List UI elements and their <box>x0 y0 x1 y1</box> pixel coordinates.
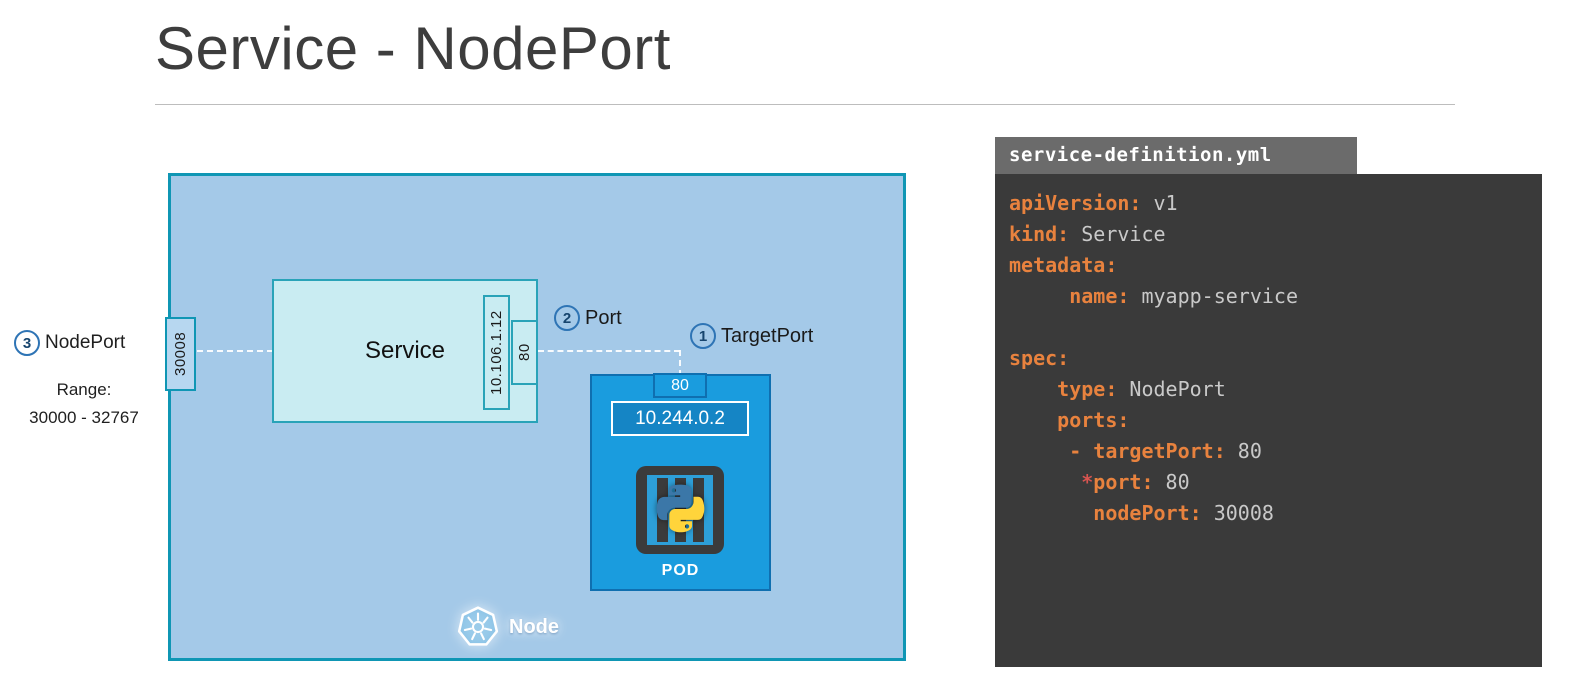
nodeport-range-label: Range: <box>56 380 112 399</box>
code-line: name: myapp-service <box>1069 284 1299 308</box>
nodeport-port-tab: 30008 <box>165 317 196 391</box>
port-label: Port <box>585 307 622 329</box>
kubernetes-icon <box>457 606 499 646</box>
code-line: apiVersion: v1 <box>1009 191 1178 215</box>
node-label: Node <box>509 615 559 638</box>
code-panel: apiVersion: v1 kind: Service metadata: nam… <box>995 174 1542 667</box>
code-filename-tab: service-definition.yml <box>995 137 1357 174</box>
targetport-label: TargetPort <box>721 325 814 347</box>
nodeport-label: NodePort <box>45 332 126 353</box>
code-line: - targetPort: 80 <box>1069 439 1262 463</box>
code-line: kind: Service <box>1009 222 1166 246</box>
service-cluster-ip-tab: 10.106.1.12 <box>483 295 510 410</box>
code-line: *port: 80 <box>1081 470 1190 494</box>
code-line: nodePort: 30008 <box>1093 501 1274 525</box>
service-label: Service <box>364 337 446 364</box>
nodeport-annotation-row: 3 NodePort <box>14 330 164 356</box>
code-line: spec: <box>1009 346 1070 370</box>
page-title: Service - NodePort <box>155 15 671 82</box>
code-line <box>1009 312 1542 343</box>
code-lines: apiVersion: v1 kind: Service metadata: nam… <box>1009 188 1542 529</box>
service-port-tab: 80 <box>511 320 538 385</box>
python-logo-icon <box>656 484 705 533</box>
step-3-badge: 3 <box>14 330 40 356</box>
step-1-badge: 1 <box>690 323 716 349</box>
pod-port-tab: 80 <box>653 373 707 398</box>
node-container: 30008 Service 10.106.1.12 80 2 Port 1 Ta… <box>165 173 906 661</box>
nodeport-range: Range: 30000 - 32767 <box>14 376 154 432</box>
node-footer: Node <box>457 606 559 648</box>
nodeport-annotation: 3 NodePort Range: 30000 - 32767 <box>14 330 164 432</box>
title-divider <box>155 104 1455 105</box>
pod-label: POD <box>661 562 700 579</box>
step-2-badge: 2 <box>554 305 580 331</box>
pod-ip-label: 10.244.0.2 <box>611 401 749 436</box>
code-line: ports: <box>1057 408 1130 432</box>
code-line: type: NodePort <box>1057 377 1226 401</box>
connection-line-drop-to-pod <box>679 350 681 376</box>
connection-line-nodeport-to-service <box>197 350 273 352</box>
pod-container: 80 10.244.0.2 POD <box>590 373 771 591</box>
nodeport-range-value: 30000 - 32767 <box>29 408 139 427</box>
code-line: metadata: <box>1009 253 1118 277</box>
container-icon <box>636 466 724 554</box>
connection-line-service-to-pod <box>538 350 680 352</box>
